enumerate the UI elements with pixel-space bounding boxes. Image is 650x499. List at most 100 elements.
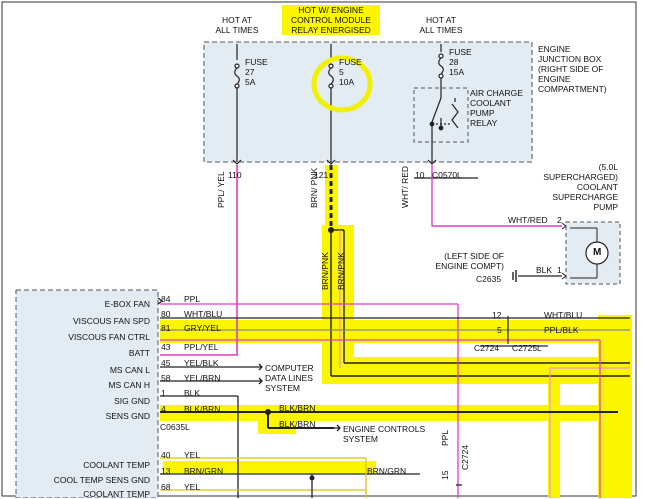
module-box bbox=[15, 289, 159, 498]
module-row-name-5: MS CAN H bbox=[108, 380, 150, 390]
module-wires bbox=[157, 297, 630, 498]
source-label-2-line2: CONTROL MODULE bbox=[282, 15, 380, 25]
right-pin-12: 12 bbox=[492, 310, 502, 320]
pin-121: 121 bbox=[314, 170, 329, 180]
cdl-system-label: COMPUTER DATA LINES SYSTEM bbox=[265, 363, 314, 393]
wire-ppl-yel bbox=[160, 165, 238, 356]
c0570l-chevrons bbox=[232, 159, 478, 179]
wire-label-ppl-yel: PPL/ YEL bbox=[216, 171, 226, 208]
fuse-28-word: FUSE bbox=[449, 47, 472, 57]
pump-pin-1: 1 bbox=[557, 265, 562, 275]
module-connector-c0635l: C0635L bbox=[160, 422, 190, 432]
module-row-color-5: YEL/BRN bbox=[184, 373, 221, 383]
right-wire-wht-blu: WHT/BLU bbox=[544, 310, 583, 320]
module-row-pin-1: 80 bbox=[161, 309, 171, 319]
module-row-pin-9: 13 bbox=[161, 466, 171, 476]
module-row-color-3: PPL/YEL bbox=[184, 342, 219, 352]
module-row-pin-5: 58 bbox=[161, 373, 171, 383]
jb-line1: ENGINE bbox=[538, 44, 571, 54]
pump-pin-2: 2 bbox=[557, 215, 562, 225]
wire-wht-red bbox=[431, 165, 562, 227]
module-row-color-7: BLK/BRN bbox=[184, 404, 221, 414]
source-label-1-line2: ALL TIMES bbox=[215, 25, 259, 35]
module-row-pin-4: 45 bbox=[161, 358, 171, 368]
fuse-5-word: FUSE bbox=[339, 57, 362, 67]
wire-label-blk: BLK bbox=[536, 265, 553, 275]
ecs-line1: ENGINE CONTROLS bbox=[343, 424, 426, 434]
module-row-color-4: YEL/BLK bbox=[184, 358, 219, 368]
right-pin-5: 5 bbox=[497, 325, 502, 335]
source-label-2-line1: HOT W/ ENGINE bbox=[282, 5, 380, 15]
wire-label-wht-red: WHT/ RED bbox=[400, 165, 410, 208]
pump-line1: (5.0L bbox=[598, 162, 618, 172]
wire-label-brnpnk-b: BRN/PNK bbox=[336, 252, 346, 290]
wire-brn-pnk bbox=[328, 165, 630, 498]
module-row-pin-7: 4 bbox=[161, 404, 166, 414]
wire-label-brnpnk-a: BRN/PNK bbox=[320, 252, 330, 290]
module-row-color-2: GRY/YEL bbox=[184, 323, 221, 333]
fuse-28-label: FUSE 28 15A bbox=[449, 47, 472, 77]
right-wire-ppl-blk: PPL/BLK bbox=[544, 325, 579, 335]
right-connector-c2725l: C2725L bbox=[512, 343, 542, 353]
ecs-line2: SYSTEM bbox=[343, 434, 378, 444]
source-label-1: HOT AT ALL TIMES bbox=[204, 15, 270, 35]
relay-line4: RELAY bbox=[470, 118, 498, 128]
module-row-pin-3: 43 bbox=[161, 342, 171, 352]
module-row-color-6: BLK bbox=[184, 388, 201, 398]
jb-line2: JUNCTION BOX bbox=[538, 54, 602, 64]
ground-id: C2635 bbox=[476, 274, 502, 284]
fuse-27-number: 27 bbox=[245, 67, 255, 77]
ecs-system-label: ENGINE CONTROLS SYSTEM bbox=[343, 424, 425, 444]
jb-line3: (RIGHT SIDE OF bbox=[538, 64, 604, 74]
jb-line4: ENGINE bbox=[538, 74, 571, 84]
module-row-color-9: BRN/GRN bbox=[184, 466, 224, 476]
module-row-color-0: PPL bbox=[184, 294, 201, 304]
relay-line3: PUMP bbox=[470, 108, 495, 118]
fuse-5-circle-annotation bbox=[311, 55, 373, 113]
pump-motor-symbol: M bbox=[593, 247, 602, 258]
ground-line2: ENGINE COMPT) bbox=[435, 261, 504, 271]
relay-box-outline bbox=[413, 87, 469, 143]
blk-brn-label-a: BLK/BRN bbox=[279, 403, 316, 413]
module-row-pin-10: 68 bbox=[161, 482, 171, 492]
source-label-3-line1: HOT AT bbox=[426, 15, 456, 25]
pump-line4: SUPERCHARGE bbox=[552, 192, 618, 202]
module-row-name-9: COOL TEMP SENS GND bbox=[53, 475, 150, 485]
pin-10: 10 bbox=[415, 170, 425, 180]
ground-line1: (LEFT SIDE OF bbox=[444, 251, 504, 261]
module-row-name-1: VISCOUS FAN SPD bbox=[73, 316, 150, 326]
pin-15-label: 15 bbox=[440, 470, 450, 480]
fuse-28-wire bbox=[429, 44, 459, 162]
module-row-name-0: E-BOX FAN bbox=[104, 299, 150, 309]
fuse-27-wire bbox=[234, 44, 240, 162]
module-row-pin-6: 1 bbox=[161, 388, 166, 398]
fuse-27-rating: 5A bbox=[245, 77, 256, 87]
module-row-pin-2: 81 bbox=[161, 323, 171, 333]
module-row-pin-8: 40 bbox=[161, 450, 171, 460]
module-row-color-1: WHT/BLU bbox=[184, 309, 223, 319]
source-label-3: HOT AT ALL TIMES bbox=[408, 15, 474, 35]
vertical-ppl-label: PPL bbox=[440, 429, 450, 446]
fuse-28-number: 28 bbox=[449, 57, 459, 67]
module-row-name-3: BATT bbox=[128, 348, 150, 358]
relay-line2: COOLANT bbox=[470, 98, 512, 108]
connector-c0570l: C0570L bbox=[432, 170, 462, 180]
module-row-name-8: COOLANT TEMP bbox=[83, 460, 150, 470]
junction-box-label: ENGINE JUNCTION BOX (RIGHT SIDE OF ENGIN… bbox=[538, 44, 607, 94]
cdl-line3: SYSTEM bbox=[265, 383, 300, 393]
blk-brn-label-b: BLK/BRN bbox=[279, 419, 316, 429]
fuse-27-label: FUSE 27 5A bbox=[245, 57, 268, 87]
ground-label: (LEFT SIDE OF ENGINE COMPT) bbox=[426, 251, 504, 271]
module-row-color-10: YEL bbox=[184, 482, 201, 492]
module-row-name-7: SENS GND bbox=[105, 411, 150, 421]
module-row-name-4: MS CAN L bbox=[109, 365, 150, 375]
fuse-28-rating: 15A bbox=[449, 67, 465, 77]
fuse-27-word: FUSE bbox=[245, 57, 268, 67]
source-label-1-line1: HOT AT bbox=[222, 15, 252, 25]
brn-grn-right-label: BRN/GRN bbox=[367, 466, 407, 476]
relay-label: AIR CHARGE COOLANT PUMP RELAY bbox=[470, 88, 523, 128]
module-row-name-10: COOLANT TEMP bbox=[83, 489, 150, 499]
junction-box-outline bbox=[203, 41, 533, 163]
source-label-3-line2: ALL TIMES bbox=[419, 25, 463, 35]
